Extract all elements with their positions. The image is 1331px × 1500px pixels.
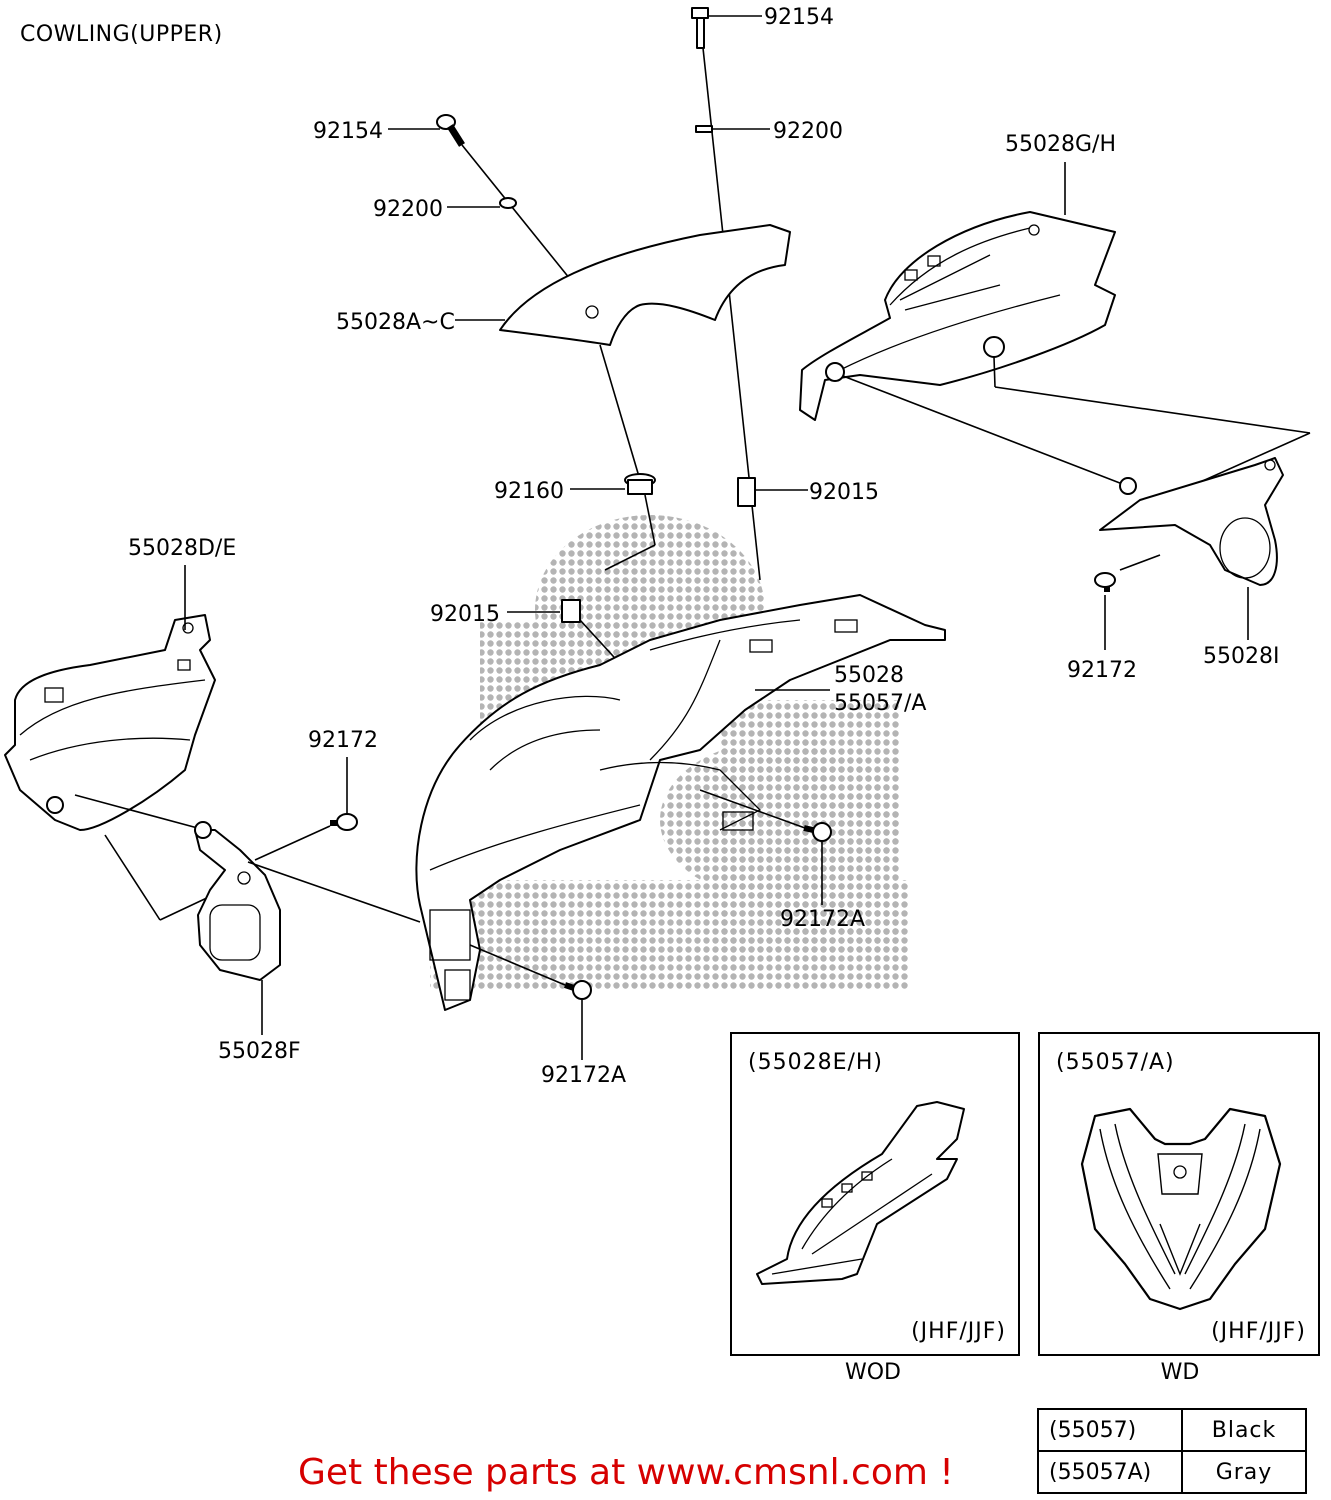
callout-55028A-C: 55028A~C [336, 310, 455, 335]
color-name: Gray [1181, 1450, 1307, 1494]
inset-wd-note: (JHF/JJF) [1211, 1319, 1306, 1344]
callout-55028I: 55028I [1203, 644, 1279, 669]
inset-wod-drawing [756, 1101, 965, 1285]
screw-92172A-bottom[interactable] [564, 980, 592, 1000]
part-55028D-E-side-panel[interactable] [4, 614, 216, 831]
callout-92200-top: 92200 [773, 119, 843, 144]
inset-wod: (55028E/H) (JHF/JJF) [730, 1032, 1020, 1356]
part-55028A-C-upper-panel[interactable] [499, 224, 791, 346]
part-55028F-bracket[interactable] [194, 821, 281, 981]
color-name: Black [1181, 1408, 1307, 1452]
callout-92154-top: 92154 [764, 5, 834, 30]
inset-wod-caption: WOD [844, 1360, 901, 1385]
callout-92172-left: 92172 [308, 728, 378, 753]
inset-wod-note: (JHF/JJF) [911, 1319, 1006, 1344]
callout-92154-left: 92154 [313, 119, 383, 144]
part-55028G-H-side-panel[interactable] [799, 211, 1116, 421]
page-title: COWLING(UPPER) [20, 22, 223, 47]
inset-wd-drawing [1080, 1107, 1282, 1311]
callout-55028D-E: 55028D/E [128, 536, 236, 561]
color-code: (55057A) [1037, 1450, 1183, 1494]
callout-92015-mid: 92015 [430, 602, 500, 627]
callout-55028: 55028 [834, 663, 904, 688]
color-code: (55057) [1037, 1408, 1183, 1452]
collar-92015-mid[interactable] [561, 599, 581, 623]
grommet-92160[interactable] [624, 473, 656, 495]
screw-92172-left[interactable] [330, 813, 358, 831]
callout-92200-left: 92200 [373, 197, 443, 222]
callout-55028G-H: 55028G/H [1005, 132, 1116, 157]
part-55028-front-cowl[interactable] [415, 594, 946, 1011]
inset-wd: (55057/A) (JHF/JJF) [1038, 1032, 1320, 1356]
callout-55057-A: 55057/A [834, 691, 926, 716]
callout-55028F: 55028F [218, 1039, 301, 1064]
bolt-92154-left[interactable] [436, 114, 465, 147]
callout-92160: 92160 [494, 479, 564, 504]
callout-92015-right: 92015 [809, 480, 879, 505]
collar-92015-right[interactable] [737, 477, 756, 507]
inset-wd-caption: WD [1160, 1360, 1200, 1385]
footer-link[interactable]: Get these parts at www.cmsnl.com ! [298, 1452, 954, 1493]
part-55028I-bracket[interactable] [1099, 457, 1284, 586]
inset-wd-title: (55057/A) [1056, 1050, 1175, 1075]
color-table: (55057) Black (55057A) Gray [1037, 1408, 1307, 1494]
screw-92172-right[interactable] [1094, 572, 1116, 592]
callout-92172-right: 92172 [1067, 658, 1137, 683]
bolt-92154-top[interactable] [691, 7, 709, 49]
callout-92172A-center: 92172A [780, 907, 865, 932]
callout-92172A-bottom: 92172A [541, 1063, 626, 1088]
color-row: (55057) Black [1037, 1408, 1307, 1452]
color-row: (55057A) Gray [1037, 1450, 1307, 1494]
washer-92200-left[interactable] [499, 197, 517, 209]
washer-92200-top[interactable] [695, 125, 713, 133]
inset-wod-title: (55028E/H) [748, 1050, 884, 1075]
